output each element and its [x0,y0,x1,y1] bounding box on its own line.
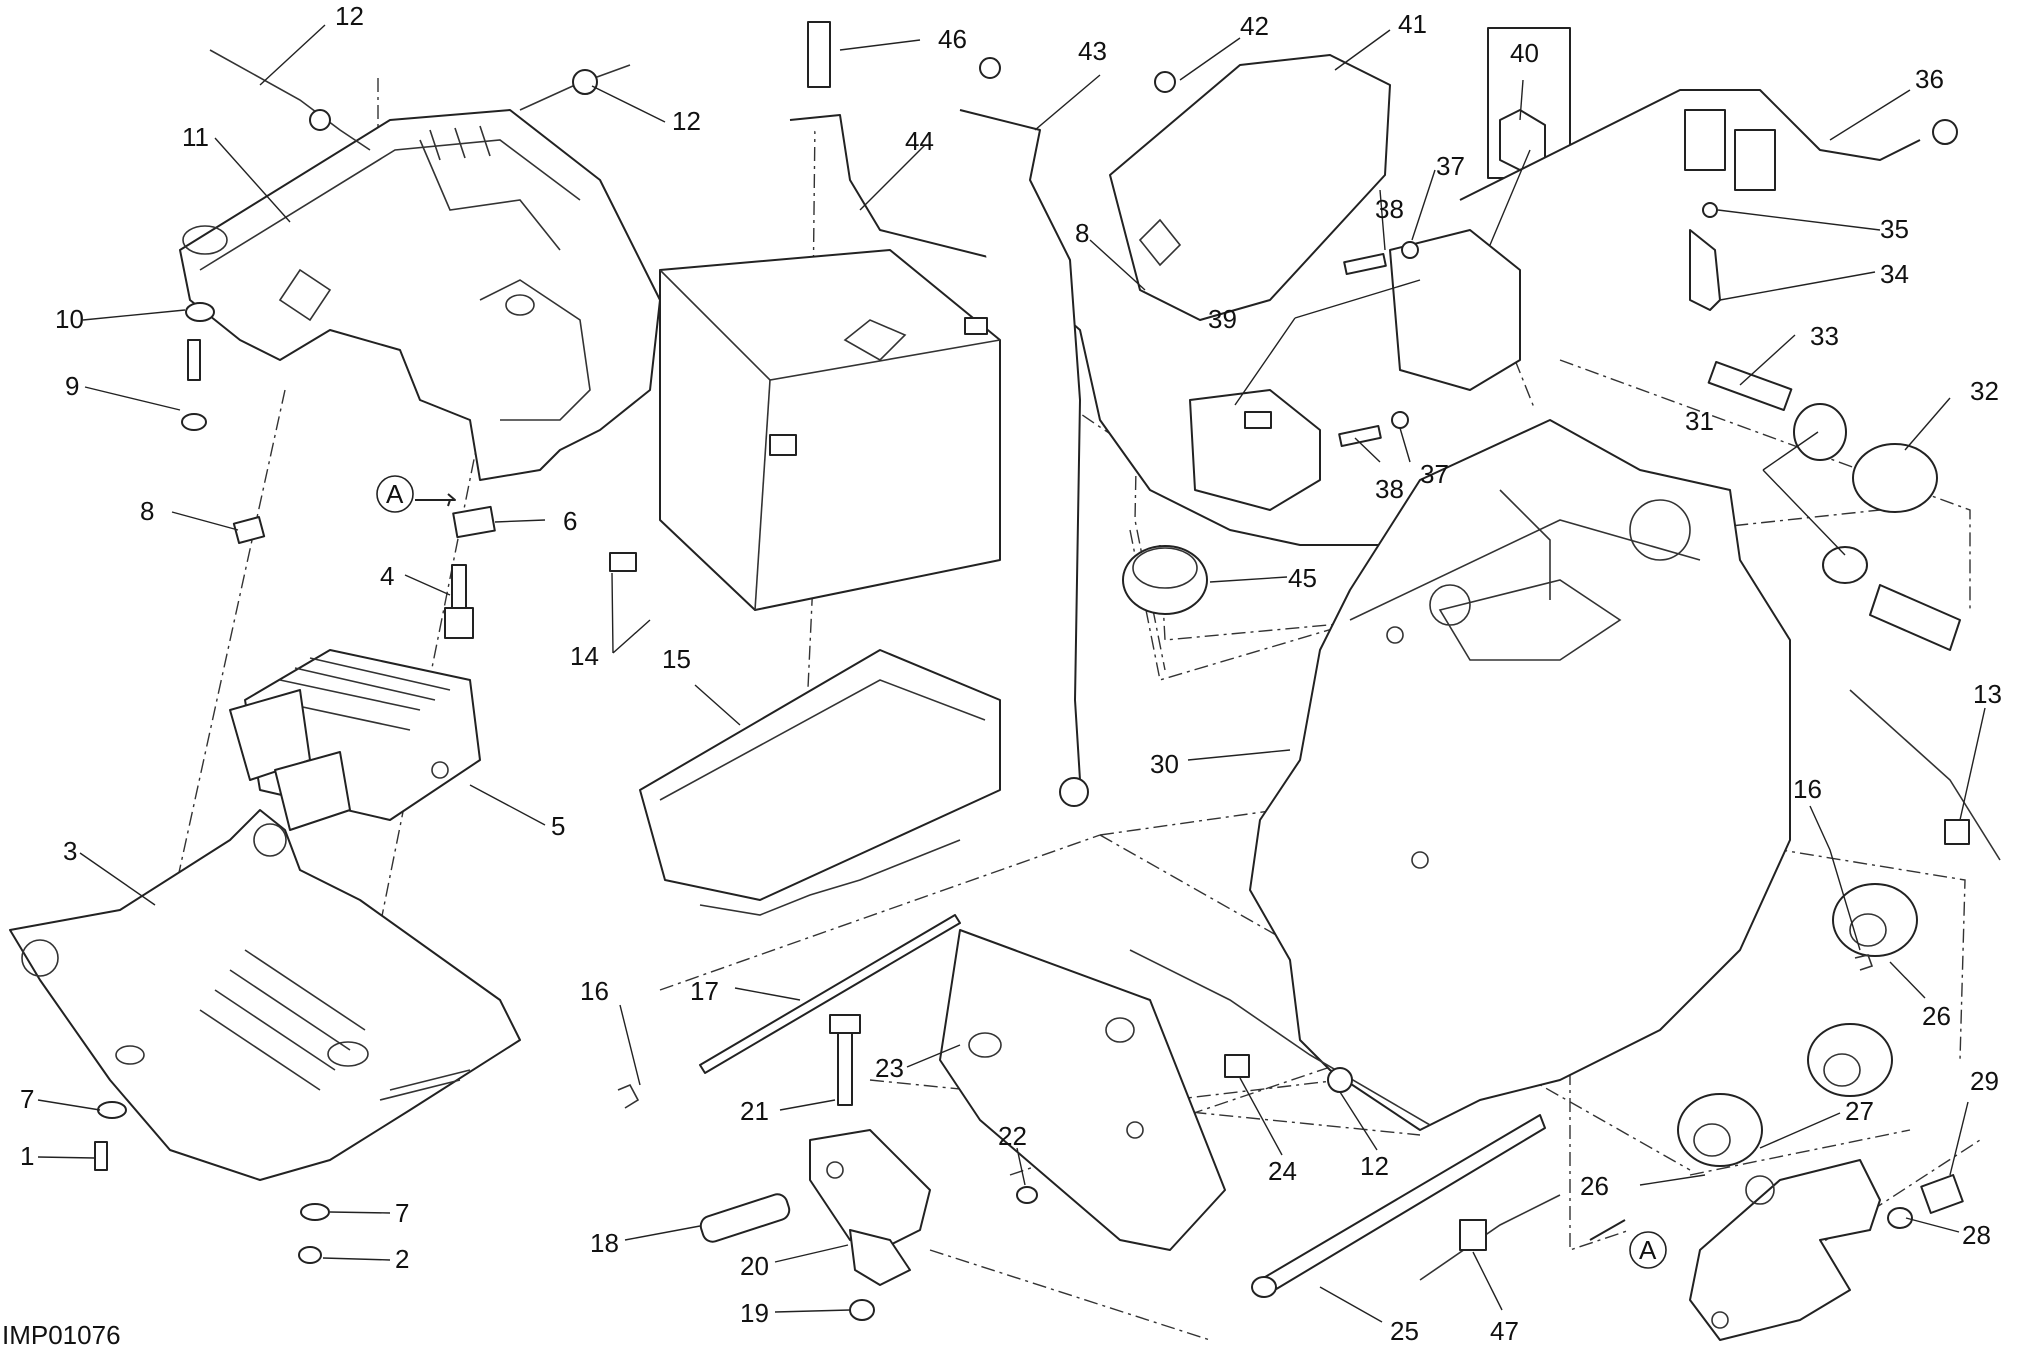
callout-36: 36 [1915,64,1944,94]
relay-screws [1338,241,1419,448]
callout-labels: 1 2 3 4 5 6 7 7 8 8 9 10 11 12 12 12 13 … [20,1,2002,1346]
callout-29: 29 [1970,1066,1999,1096]
callout-47: 47 [1490,1316,1519,1346]
callout-7b: 7 [395,1198,409,1228]
callout-4: 4 [380,561,394,591]
callout-45: 45 [1288,563,1317,593]
rubber-stud [444,564,474,639]
callout-34: 34 [1880,259,1909,289]
callout-40: 40 [1510,38,1539,68]
callout-19: 19 [740,1298,769,1328]
mudguard-panel [939,929,1226,1251]
callout-37a: 37 [1436,151,1465,181]
lower-clips [1129,949,1561,1281]
side-plate-and-bolt [1689,1159,1964,1341]
callout-14: 14 [570,641,599,671]
callout-23: 23 [875,1053,904,1083]
drawing-code: IMP01076 [2,1320,121,1350]
callout-31: 31 [1685,406,1714,436]
callout-16a: 16 [580,976,609,1006]
callout-16b: 16 [1793,774,1822,804]
callout-33: 33 [1810,321,1839,351]
callout-2: 2 [395,1244,409,1274]
callout-26b: 26 [1580,1171,1609,1201]
leader-lines [37,24,1986,1323]
callout-9: 9 [65,371,79,401]
callout-12c: 12 [1360,1151,1389,1181]
callout-30: 30 [1150,749,1179,779]
callout-8b: 8 [1075,218,1089,248]
callout-21: 21 [740,1096,769,1126]
callout-3: 3 [63,836,77,866]
view-a-arrows [415,493,1626,1241]
callout-44: 44 [905,126,934,156]
screw-and-washer-left [181,302,215,431]
callout-38a: 38 [1375,194,1404,224]
fuse-box [1389,27,1958,391]
callout-6: 6 [563,506,577,536]
callout-41: 41 [1398,9,1427,39]
battery [659,249,1001,611]
cable-tie-right [1849,689,2001,861]
callout-43: 43 [1078,36,1107,66]
connector-bracket [1684,109,1776,311]
callout-1: 1 [20,1141,34,1171]
callout-35: 35 [1880,214,1909,244]
view-a-marker-lower: A [1639,1235,1657,1265]
lower-fasteners [94,1101,330,1264]
side-grommet-bolt [1707,360,1961,651]
callout-20: 20 [740,1251,769,1281]
callout-22: 22 [998,1121,1027,1151]
terminal-screws [807,21,1001,88]
cable-tie-upper [209,49,631,151]
callout-28: 28 [1962,1220,1991,1250]
battery-holder-bracket [179,109,661,481]
rear-subframe-casting [1249,419,1791,1131]
callout-46: 46 [938,24,967,54]
callout-25: 25 [1390,1316,1419,1346]
clip-nut-6 [452,505,496,539]
callout-10: 10 [55,304,84,334]
filler-cap [1122,545,1208,615]
callout-42: 42 [1240,11,1269,41]
callout-12b: 12 [672,106,701,136]
view-a-markers: A A [376,475,1667,1269]
callout-11: 11 [182,122,209,152]
callout-39: 39 [1208,304,1237,334]
callout-17: 17 [690,976,719,1006]
callout-13: 13 [1973,679,2002,709]
lower-bracket-assembly [699,1014,1038,1321]
callout-15: 15 [662,644,691,674]
callout-27: 27 [1845,1096,1874,1126]
callout-5: 5 [551,811,565,841]
starter-relay [1189,389,1321,511]
battery-tray [639,649,1001,916]
callout-8a: 8 [140,496,154,526]
callout-12a: 12 [335,1,364,31]
thin-rod-and-clip [617,914,1874,1109]
mounting-rod [1251,1114,1546,1298]
callout-37b: 37 [1420,459,1449,489]
callout-26a: 26 [1922,1001,1951,1031]
view-a-marker-upper: A [386,479,404,509]
callout-32: 32 [1970,376,1999,406]
callout-24: 24 [1268,1156,1297,1186]
terminal-cover [1109,54,1391,321]
rubber-dampers [1677,883,1918,1167]
lower-skid-plate [9,809,521,1181]
voltage-regulator [229,649,481,831]
callout-38b: 38 [1375,474,1404,504]
clip-nut-left [232,515,266,545]
callout-18: 18 [590,1228,619,1258]
callout-7a: 7 [20,1084,34,1114]
